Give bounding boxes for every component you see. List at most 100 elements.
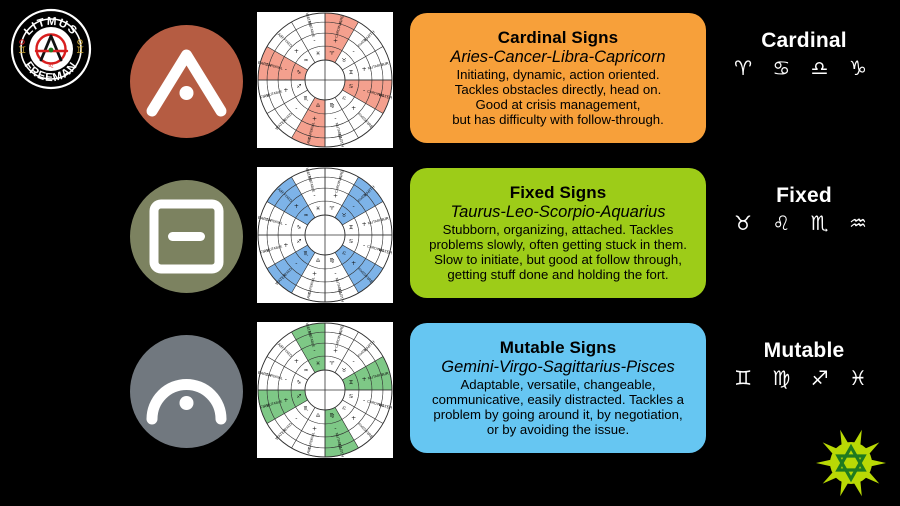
svg-text:♋: ♋ xyxy=(349,394,354,400)
cardinal-panel[interactable]: Cardinal Signs Aries-Cancer-Libra-Capric… xyxy=(410,13,706,143)
svg-text:+: + xyxy=(312,426,317,433)
modality-sign-glyphs: ♈ ♋ ♎ ♑ xyxy=(734,56,874,80)
svg-text:FIXED: FIXED xyxy=(283,112,293,122)
svg-text:FIXED: FIXED xyxy=(283,422,293,432)
svg-text:+: + xyxy=(351,105,356,112)
fixed-panel[interactable]: Fixed Signs Taurus-Leo-Scorpio-Aquarius … xyxy=(410,168,706,298)
panel-line: Good at crisis management, xyxy=(475,96,641,112)
svg-text:+: + xyxy=(283,87,288,94)
svg-text:♏: ♏ xyxy=(303,96,308,102)
svg-text:♊: ♊ xyxy=(18,46,26,56)
svg-text:-: - xyxy=(334,271,336,278)
svg-text:FIRE: FIRE xyxy=(260,92,270,99)
svg-text:FIRE: FIRE xyxy=(338,324,345,334)
svg-text:FIXED: FIXED xyxy=(357,267,367,277)
svg-text:MUTABLE: MUTABLE xyxy=(367,372,384,380)
svg-text:♌: ♌ xyxy=(342,251,347,257)
panel-line: problem by going around it, by negotiati… xyxy=(433,406,683,422)
svg-text:♑: ♑ xyxy=(296,380,301,386)
svg-text:♐: ♐ xyxy=(296,239,301,245)
svg-text:WATER: WATER xyxy=(305,167,313,182)
panel-signs: Taurus-Leo-Scorpio-Aquarius xyxy=(450,202,666,221)
svg-text:♒: ♒ xyxy=(303,58,308,64)
fixed-icon-circle[interactable] xyxy=(130,180,243,293)
anarchy-a-icon xyxy=(34,33,69,65)
svg-text:♊: ♊ xyxy=(349,70,354,76)
svg-text:♉: ♉ xyxy=(342,213,347,219)
svg-text:♈: ♈ xyxy=(330,206,335,212)
svg-text:♉: ♉ xyxy=(342,368,347,374)
svg-text:FIRE: FIRE xyxy=(260,402,270,409)
svg-text:-: - xyxy=(285,221,287,228)
svg-text:+: + xyxy=(294,48,299,55)
modality-name: Fixed xyxy=(776,184,832,207)
svg-text:♏: ♏ xyxy=(303,251,308,257)
svg-text:EARTH: EARTH xyxy=(257,60,271,68)
svg-text:EARTH: EARTH xyxy=(337,288,345,302)
svg-text:AIR: AIR xyxy=(382,371,390,378)
svg-text:♊: ♊ xyxy=(349,380,354,386)
svg-text:WATER: WATER xyxy=(305,12,313,27)
svg-text:♌: ♌ xyxy=(48,61,55,70)
svg-text:FIRE: FIRE xyxy=(364,274,374,284)
svg-text:-: - xyxy=(313,37,315,44)
svg-text:♊: ♊ xyxy=(76,46,84,56)
svg-text:EARTH: EARTH xyxy=(257,215,271,223)
svg-text:+: + xyxy=(283,242,288,249)
svg-text:AIR: AIR xyxy=(382,216,390,223)
svg-text:+: + xyxy=(362,221,367,228)
svg-text:♌: ♌ xyxy=(342,96,347,102)
svg-text:-: - xyxy=(353,203,355,210)
svg-text:+: + xyxy=(283,397,288,404)
svg-text:CARDINAL: CARDINAL xyxy=(307,277,315,295)
svg-text:+: + xyxy=(362,376,367,383)
svg-text:CARDINAL: CARDINAL xyxy=(307,432,315,450)
mutable-icon-circle[interactable] xyxy=(130,335,243,448)
svg-text:MUTABLE: MUTABLE xyxy=(266,399,283,407)
svg-text:FIXED: FIXED xyxy=(283,38,293,48)
cardinal-icon-circle[interactable] xyxy=(130,25,243,138)
rounded-square-with-bar-icon xyxy=(149,199,224,274)
svg-text:+: + xyxy=(351,260,356,267)
svg-text:-: - xyxy=(363,87,365,94)
svg-text:CARDINAL: CARDINAL xyxy=(265,62,283,70)
panel-line: or by avoiding the issue. xyxy=(486,421,630,437)
svg-text:-: - xyxy=(334,426,336,433)
svg-text:+: + xyxy=(333,347,338,354)
chevron-up-with-dot-icon xyxy=(146,49,227,117)
svg-text:+: + xyxy=(312,271,317,278)
svg-text:AIR: AIR xyxy=(277,32,285,40)
svg-text:♍: ♍ xyxy=(330,413,335,419)
svg-text:FIRE: FIRE xyxy=(260,247,270,254)
svg-text:EARTH: EARTH xyxy=(337,133,345,147)
svg-text:FIRE: FIRE xyxy=(338,14,345,24)
svg-text:♓: ♓ xyxy=(316,51,321,57)
svg-text:AIR: AIR xyxy=(382,61,390,68)
svg-text:♎: ♎ xyxy=(316,103,321,109)
panel-line: Adaptable, versatile, changeable, xyxy=(460,377,656,393)
mutable-panel[interactable]: Mutable Signs Gemini-Virgo-Sagittarius-P… xyxy=(410,323,706,453)
svg-text:FIRE: FIRE xyxy=(338,169,345,179)
svg-text:♈: ♈ xyxy=(330,361,335,367)
svg-text:♊: ♊ xyxy=(349,225,354,231)
svg-text:CARDINAL: CARDINAL xyxy=(334,175,342,193)
mutable-label-group: Mutable ♊ ♍ ♐ ♓ xyxy=(714,339,894,390)
svg-text:♉: ♉ xyxy=(342,58,347,64)
svg-text:CARDINAL: CARDINAL xyxy=(265,217,283,225)
svg-text:♒: ♒ xyxy=(303,213,308,219)
panel-signs: Aries-Cancer-Libra-Capricorn xyxy=(450,47,666,66)
svg-text:-: - xyxy=(334,116,336,123)
svg-text:+: + xyxy=(333,192,338,199)
svg-text:-: - xyxy=(313,347,315,354)
svg-text:+: + xyxy=(294,203,299,210)
svg-text:-: - xyxy=(353,358,355,365)
svg-text:FIXED: FIXED xyxy=(283,267,293,277)
panel-signs: Gemini-Virgo-Sagittarius-Pisces xyxy=(441,357,675,376)
svg-text:AIR: AIR xyxy=(306,136,313,144)
svg-text:♐: ♐ xyxy=(296,84,301,90)
